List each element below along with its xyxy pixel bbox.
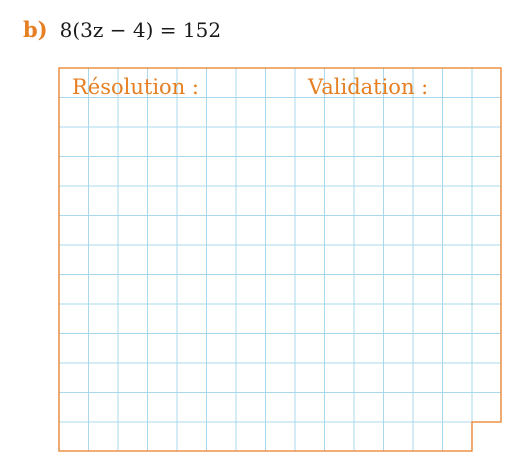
exercise-label: b) [23, 17, 48, 42]
exercise-equation: 8(3z − 4) = 152 [59, 18, 222, 42]
resolution-heading: Résolution : [72, 75, 199, 99]
grid-lines [59, 68, 501, 451]
validation-heading: Validation : [308, 75, 429, 99]
grid-border [58, 67, 502, 452]
exercise-header: b) 8(3z − 4) = 152 [23, 17, 221, 45]
